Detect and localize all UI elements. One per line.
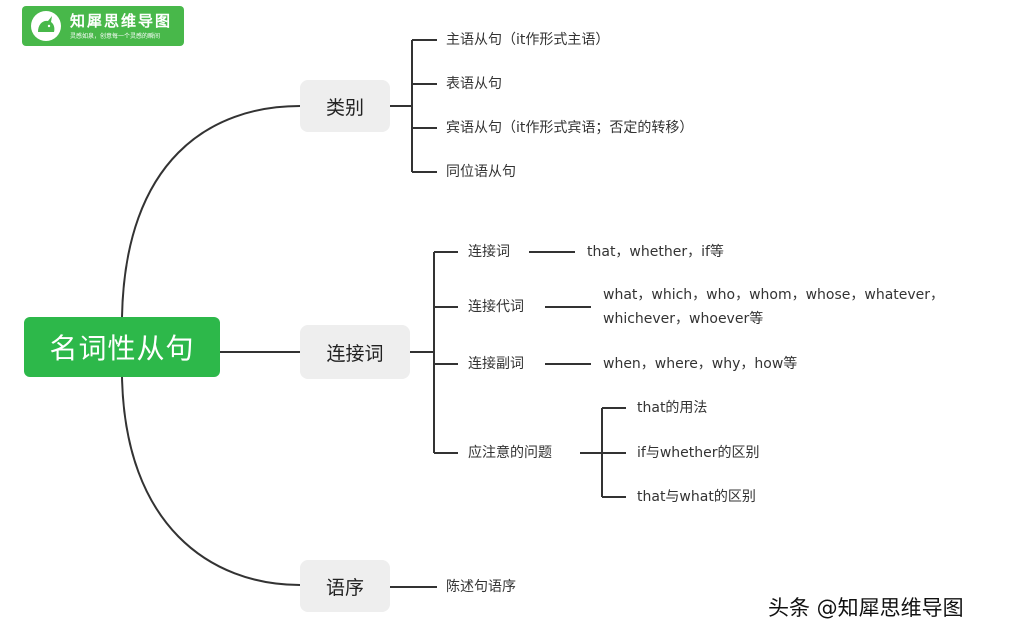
branch-connectives[interactable]: 连接词 [300, 325, 410, 379]
branch-types[interactable]: 类别 [300, 80, 390, 132]
leaf-if-vs-whether[interactable]: if与whether的区别 [637, 445, 760, 461]
leaf-connective-pronouns-detail[interactable]: what，which，who，whom，whose，whatever，which… [603, 287, 945, 327]
leaf-subject-clause[interactable]: 主语从句（it作形式主语） [446, 32, 610, 48]
node-connective-words[interactable]: 连接词 [468, 244, 510, 260]
connector-root-types [121, 105, 301, 318]
leaf-appositive-clause[interactable]: 同位语从句 [446, 164, 516, 180]
leaf-that-usage[interactable]: that的用法 [637, 400, 708, 416]
logo-name: 知犀思维导图 [70, 12, 173, 30]
watermark: 头条 @知犀思维导图 [768, 596, 964, 620]
brand-logo: 知犀思维导图 灵感如泉，创意每一个灵感的瞬间 [22, 6, 184, 46]
logo-slogan: 灵感如泉，创意每一个灵感的瞬间 [70, 33, 161, 40]
rhino-icon [31, 11, 61, 41]
leaf-declarative-order[interactable]: 陈述句语序 [446, 579, 516, 595]
leaf-connective-words-detail[interactable]: that，whether，if等 [587, 244, 724, 260]
leaf-connective-adverbs-detail[interactable]: when，where，why，how等 [603, 356, 798, 372]
node-connective-adverbs[interactable]: 连接副词 [468, 356, 524, 372]
leaf-object-clause[interactable]: 宾语从句（it作形式宾语；否定的转移） [446, 120, 694, 136]
root-node[interactable]: 名词性从句 [24, 317, 220, 377]
node-attention-issues[interactable]: 应注意的问题 [468, 445, 552, 461]
leaf-predicative-clause[interactable]: 表语从句 [446, 76, 502, 92]
leaf-that-vs-what[interactable]: that与what的区别 [637, 489, 756, 505]
node-connective-pronouns[interactable]: 连接代词 [468, 299, 524, 315]
branch-word-order[interactable]: 语序 [300, 560, 390, 612]
connector-root-word-order [121, 376, 301, 586]
